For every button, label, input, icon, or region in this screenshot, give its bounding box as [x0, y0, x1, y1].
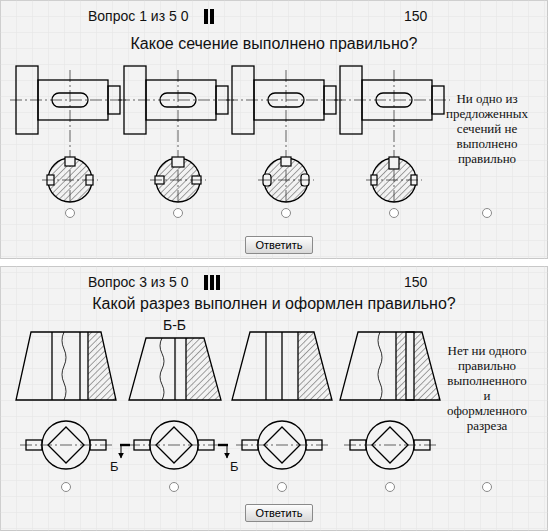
shaft-drawing	[47, 157, 93, 185]
shaft-drawing	[334, 66, 450, 205]
frustum-drawing	[298, 332, 332, 400]
frustum-drawing	[87, 332, 88, 400]
panel-ground	[1, 1, 548, 259]
cutting-plane-mark	[120, 445, 228, 458]
shaft-drawing	[118, 66, 234, 205]
frustum-drawing	[128, 338, 221, 469]
radio-button	[282, 209, 291, 218]
progress-bars	[210, 9, 214, 24]
frustum-drawing	[88, 332, 116, 400]
frustum-drawing	[396, 332, 440, 400]
frustum-drawing	[406, 332, 414, 400]
shaft-drawing	[10, 66, 450, 205]
frustum-drawing	[265, 332, 266, 400]
progress-bars	[204, 275, 208, 290]
shaft-drawing	[65, 157, 75, 166]
button-text: Ответить	[246, 238, 312, 252]
frustum-drawing	[20, 421, 112, 469]
frustum-drawing	[128, 421, 220, 469]
frustum-drawing	[232, 332, 332, 469]
cutting-plane-letter: Б	[110, 459, 119, 474]
radio-button	[66, 209, 75, 218]
answer-button: Ответить	[245, 504, 313, 522]
score: 150	[404, 8, 427, 25]
frustum-drawing	[79, 332, 80, 400]
radio-button	[174, 209, 183, 218]
shaft-drawing	[371, 157, 417, 185]
frustum-drawing	[297, 332, 298, 400]
progress-bars	[210, 275, 214, 290]
question-panel: Вопрос 3 из 5 0 150Какой разрез выполнен …	[0, 266, 548, 531]
frustum-drawing	[344, 421, 436, 469]
frustum-drawing	[174, 338, 175, 400]
radio-button	[278, 483, 287, 492]
frustum-drawing	[129, 338, 221, 400]
radio-button	[62, 483, 71, 492]
shaft-drawing	[150, 180, 206, 181]
frustum-drawing	[236, 421, 328, 469]
frustum-drawing	[232, 332, 332, 400]
frustum-drawing	[281, 332, 282, 400]
question-text: Какой разрез выполнен и оформлен правиль…	[0, 294, 548, 313]
frustum-drawing	[340, 332, 440, 400]
question-number: Вопрос 3 из 5 0	[88, 274, 188, 291]
cutting-plane-letter: Б	[230, 459, 239, 474]
shaft-drawing	[258, 180, 314, 181]
shaft-drawing	[118, 66, 234, 205]
score: 150	[404, 274, 427, 291]
radio-button	[386, 483, 395, 492]
frustum-drawing	[186, 338, 221, 400]
cutting-plane-mark	[121, 445, 122, 458]
shaft-drawing	[389, 157, 399, 169]
frustum-drawing	[340, 332, 440, 469]
radio-button	[170, 483, 179, 492]
shaft-drawing	[366, 180, 422, 181]
section-label: Б-Б	[163, 318, 186, 333]
radio-button	[483, 483, 492, 492]
progress-bars	[204, 9, 208, 24]
question-text: Какое сечение выполнено правильно?	[0, 34, 548, 53]
frustum-drawing	[378, 332, 382, 400]
frustum-drawing	[16, 332, 116, 469]
button-text: Ответить	[246, 506, 312, 520]
shaft-drawing	[281, 157, 291, 166]
panel-ground	[1, 1, 548, 259]
answer-button: Ответить	[245, 236, 313, 254]
frustum-drawing	[395, 332, 396, 400]
answer-option-text: Нет ни одного правильно выполненного и о…	[443, 343, 531, 433]
frustum-drawing	[16, 332, 440, 469]
shaft-drawing	[226, 66, 342, 205]
frustum-drawing	[160, 338, 164, 400]
shaft-drawing	[10, 66, 126, 205]
shaft-drawing	[334, 66, 450, 205]
frustum-drawing	[51, 332, 52, 400]
progress-bars	[216, 275, 220, 290]
shaft-drawing	[263, 157, 309, 186]
frustum-drawing	[185, 338, 186, 400]
cutting-plane-mark	[227, 445, 228, 458]
radio-button	[483, 209, 492, 218]
shaft-drawing	[226, 66, 342, 205]
answer-option-text: Ни одно из предложенных сечений не выпол…	[443, 91, 531, 166]
radio-button	[390, 209, 399, 218]
frustum-drawing	[16, 332, 116, 400]
panel-ground	[1, 267, 548, 531]
frustum-drawing	[62, 332, 66, 400]
radio-button	[62, 209, 492, 492]
shaft-drawing	[42, 180, 98, 181]
shaft-drawing	[10, 66, 126, 205]
question-number: Вопрос 1 из 5 0	[88, 8, 188, 25]
panel-ground	[1, 267, 548, 531]
shaft-drawing	[172, 157, 184, 167]
